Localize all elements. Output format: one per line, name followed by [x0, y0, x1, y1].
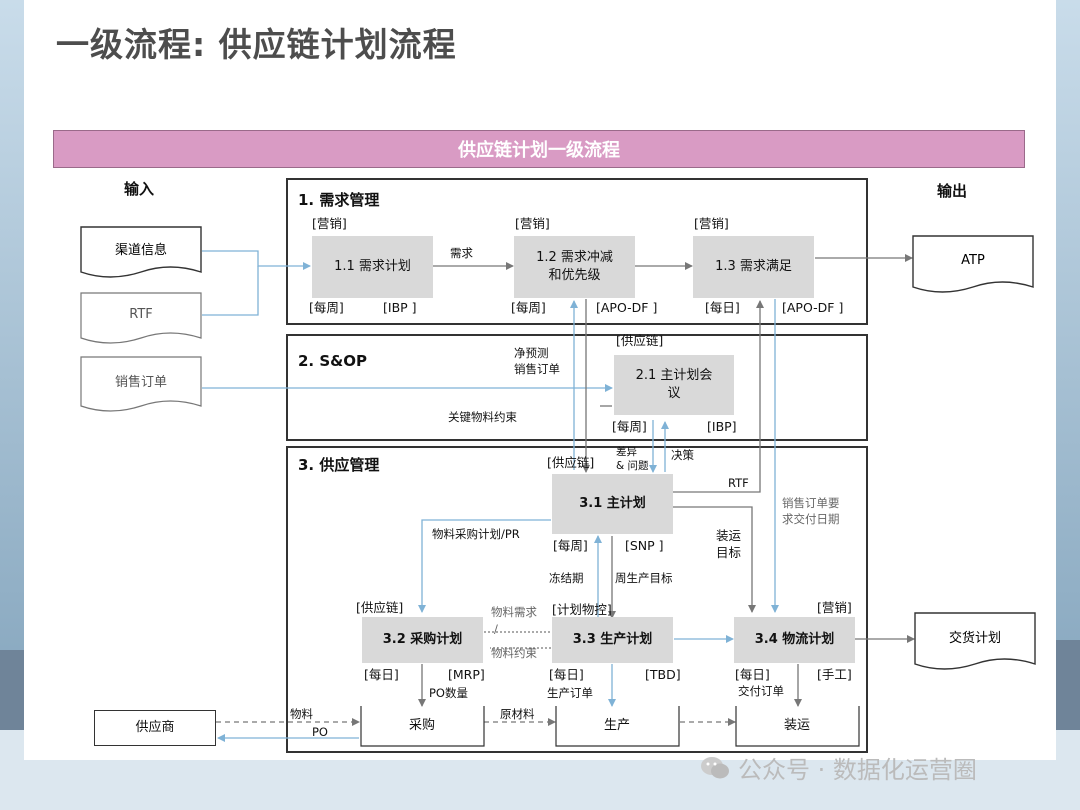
- exec-bracket: [360, 706, 485, 747]
- exec-shipping: 装运: [783, 717, 810, 733]
- label-raw-material: 原材料: [500, 707, 535, 721]
- process-label-line2: 议: [667, 386, 681, 401]
- process-label: 3.4 物流计划: [754, 632, 835, 648]
- document-icon: [80, 226, 202, 278]
- process-3-3-production-plan: 3.3 生产计划: [552, 617, 673, 663]
- exec-bracket: [555, 706, 680, 747]
- process-label: 3.2 采购计划: [382, 632, 463, 648]
- process-tool: [SNP ]: [625, 538, 664, 553]
- input-rtf: RTF: [129, 306, 153, 322]
- exec-production: 生产: [603, 717, 630, 733]
- process-frequency: [每周]: [511, 300, 546, 315]
- document-icon: [80, 356, 202, 412]
- process-owner: [营销]: [694, 216, 729, 231]
- process-label: 1.3 需求满足: [715, 259, 792, 275]
- process-1-2-demand-netting: 1.2 需求冲减 和优先级: [514, 236, 635, 298]
- section-sop: [286, 334, 868, 441]
- label-so-delivery-date: 销售订单要: [782, 496, 840, 510]
- process-label-line2: 和优先级: [548, 268, 601, 283]
- label-issues: & 问题: [616, 460, 649, 472]
- process-owner: [营销]: [817, 600, 852, 615]
- process-owner: [供应链]: [547, 455, 595, 470]
- section-title-demand: 1. 需求管理: [298, 191, 380, 209]
- process-3-4-logistics-plan: 3.4 物流计划: [734, 617, 855, 663]
- process-owner: [供应链]: [356, 600, 404, 615]
- process-tool: [IBP]: [707, 419, 737, 434]
- process-label: 1.2 需求冲减: [536, 250, 613, 266]
- process-frequency: [每周]: [309, 300, 344, 315]
- label-key-material-constraint: 关键物料约束: [448, 410, 517, 424]
- process-3-2-procurement-plan: 3.2 采购计划: [362, 617, 483, 663]
- exec-purchase: 采购: [408, 717, 435, 733]
- process-tool: [IBP ]: [383, 300, 417, 315]
- process-label: 2.1 主计划会: [635, 368, 713, 384]
- input-channel-info: 渠道信息: [114, 242, 167, 258]
- label-net-forecast-order: 销售订单: [514, 362, 560, 376]
- watermark-text: 公众号 · 数据化运营圈: [738, 756, 977, 784]
- page-title: 一级流程: 供应链计划流程: [56, 25, 457, 64]
- label-material-pr: 物料采购计划/PR: [432, 527, 520, 541]
- label-po-quantity: PO数量: [429, 686, 468, 700]
- process-owner: [营销]: [515, 216, 550, 231]
- label-ship-target-2: 目标: [716, 545, 742, 560]
- process-frequency: [每周]: [553, 538, 588, 553]
- output-header: 输出: [937, 182, 968, 200]
- document-icon: [80, 292, 202, 344]
- output-delivery-plan: 交货计划: [948, 630, 1001, 646]
- process-1-3-demand-fulfillment: 1.3 需求满足: [693, 236, 814, 298]
- output-atp: ATP: [961, 252, 985, 268]
- label-ship-target: 装运: [716, 528, 742, 543]
- process-frequency: [每日]: [705, 300, 740, 315]
- process-owner: [供应链]: [616, 333, 664, 348]
- process-frequency: [每日]: [735, 667, 770, 682]
- label-net-forecast: 净预测: [514, 346, 549, 360]
- document-icon: [914, 612, 1036, 670]
- label-decision: 决策: [671, 448, 694, 462]
- label-difference: 差异: [616, 446, 637, 458]
- process-frequency: [每日]: [364, 667, 399, 682]
- section-title-supply: 3. 供应管理: [298, 456, 380, 474]
- process-tool: [MRP]: [448, 667, 485, 682]
- label-demand: 需求: [450, 246, 473, 260]
- label-material-constraint: 物料约束: [491, 646, 537, 660]
- process-tool: [APO-DF ]: [596, 300, 658, 315]
- label-rtf: RTF: [728, 476, 749, 490]
- process-label: 3.1 主计划: [579, 496, 646, 512]
- label-material: 物料: [290, 707, 313, 721]
- process-tool: [手工]: [817, 667, 852, 682]
- input-sales-order: 销售订单: [114, 374, 167, 390]
- process-frequency: [每周]: [612, 419, 647, 434]
- label-so-delivery-date-2: 求交付日期: [782, 512, 840, 526]
- process-3-1-master-plan: 3.1 主计划: [552, 474, 673, 534]
- label-freeze-period: 冻结期: [549, 571, 584, 585]
- watermark: 公众号 · 数据化运营圈: [700, 750, 977, 785]
- exec-bracket: [735, 706, 860, 747]
- flow-banner: 供应链计划一级流程: [53, 130, 1025, 168]
- process-owner: [计划物控]: [552, 602, 612, 617]
- process-label: 1.1 需求计划: [334, 259, 411, 275]
- label-material-demand: 物料需求: [491, 605, 537, 619]
- process-2-1-master-plan-meeting: 2.1 主计划会 议: [614, 355, 734, 415]
- document-icon: [912, 235, 1034, 293]
- process-label: 3.3 生产计划: [572, 632, 653, 648]
- process-owner: [营销]: [312, 216, 347, 231]
- label-weekly-target: 周生产目标: [615, 571, 673, 585]
- label-production-order: 生产订单: [547, 686, 593, 700]
- label-delivery-order: 交付订单: [738, 684, 784, 698]
- process-tool: [TBD]: [645, 667, 681, 682]
- supplier-box: 供应商: [94, 710, 216, 746]
- input-header: 输入: [124, 180, 155, 198]
- process-tool: [APO-DF ]: [782, 300, 844, 315]
- process-1-1-demand-plan: 1.1 需求计划: [312, 236, 433, 298]
- label-po: PO: [312, 725, 328, 739]
- section-title-sop: 2. S&OP: [298, 352, 367, 370]
- label-slash: /: [494, 622, 498, 636]
- process-frequency: [每日]: [549, 667, 584, 682]
- wechat-icon: [701, 756, 729, 778]
